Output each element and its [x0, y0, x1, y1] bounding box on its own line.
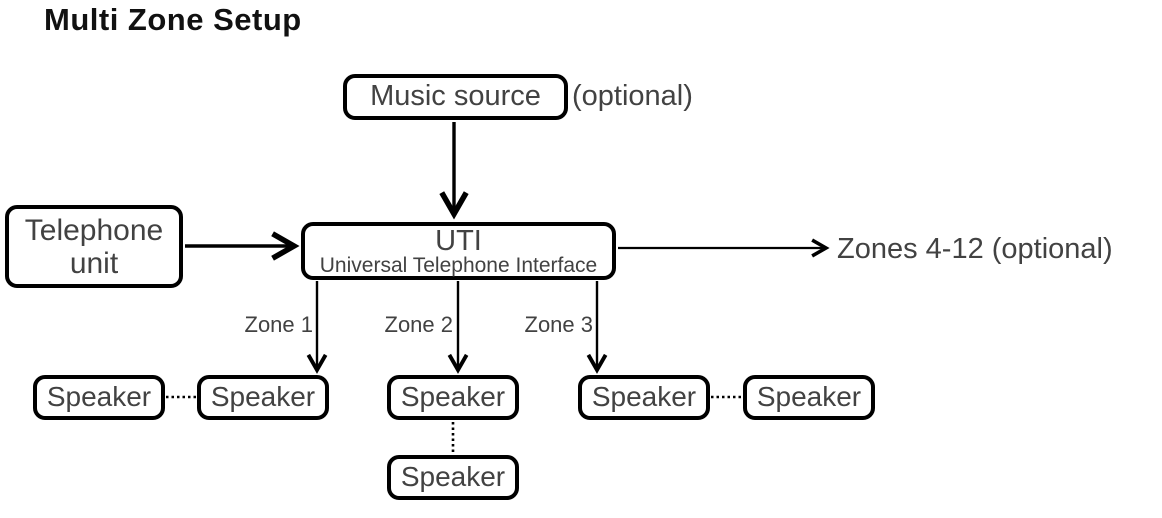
zone-2-speaker-1-box: Speaker — [387, 375, 519, 420]
speaker-label: Speaker — [46, 381, 152, 413]
speaker-label: Speaker — [400, 461, 506, 493]
zone-3-label: Zone 3 — [524, 312, 594, 337]
telephone-unit-label-line2: unit — [69, 246, 119, 280]
zone-3-speaker-2-box: Speaker — [743, 375, 875, 420]
speaker-label: Speaker — [756, 381, 862, 413]
zone-3-speaker-1-box: Speaker — [578, 375, 710, 420]
zone-2-label: Zone 2 — [384, 312, 454, 337]
zone-1-speaker-2-box: Speaker — [197, 375, 329, 420]
zone-2-speaker-2-box: Speaker — [387, 455, 519, 500]
zones-4-12-label: Zones 4-12 (optional) — [837, 233, 1113, 265]
uti-full-label: Universal Telephone Interface — [319, 253, 598, 277]
music-source-optional-note: (optional) — [572, 80, 693, 112]
telephone-unit-box: Telephone unit — [5, 205, 183, 288]
diagram-title: Multi Zone Setup — [44, 2, 302, 37]
zone-1-speaker-1-box: Speaker — [33, 375, 165, 420]
speaker-label: Speaker — [591, 381, 697, 413]
speaker-label: Speaker — [210, 381, 316, 413]
music-source-box: Music source — [343, 74, 568, 120]
speaker-label: Speaker — [400, 381, 506, 413]
uti-abbr-label: UTI — [435, 224, 482, 257]
music-source-label: Music source — [370, 80, 541, 113]
uti-box: UTI Universal Telephone Interface — [301, 222, 616, 280]
zone-1-label: Zone 1 — [244, 312, 314, 337]
telephone-unit-label-line1: Telephone — [24, 213, 164, 247]
